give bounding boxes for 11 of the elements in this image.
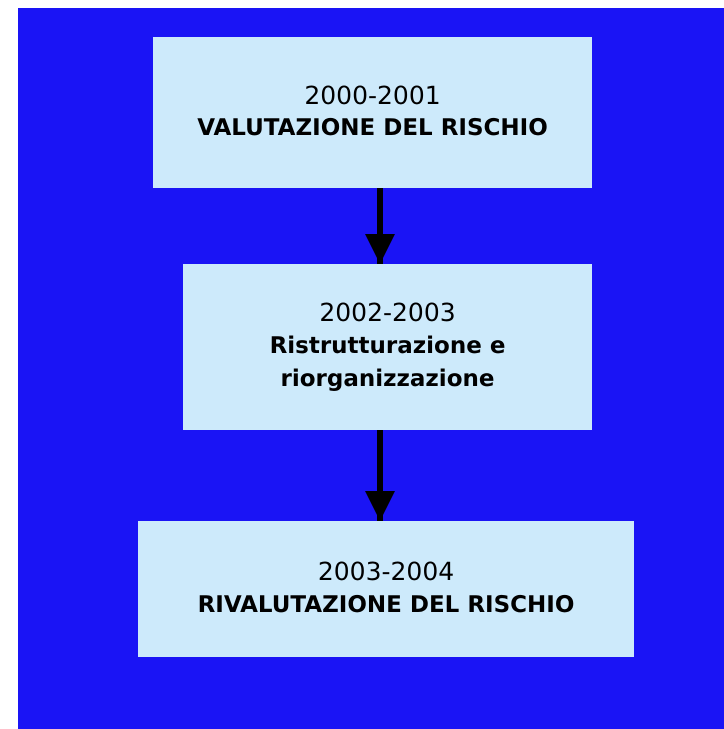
arrow (365, 430, 395, 521)
year-range: 2000-2001 (304, 80, 441, 112)
year-range: 2003-2004 (318, 556, 454, 588)
phase-title: VALUTAZIONE DEL RISCHIO (197, 114, 548, 144)
process-box (183, 264, 592, 430)
arrow (365, 188, 395, 264)
process-box (153, 37, 592, 188)
year-range: 2002-2003 (319, 297, 456, 330)
process-box (138, 521, 634, 657)
phase-title: Ristrutturazione e riorganizzazione (268, 332, 506, 394)
phase-title: RIVALUTAZIONE DEL RISCHIO (198, 590, 574, 620)
